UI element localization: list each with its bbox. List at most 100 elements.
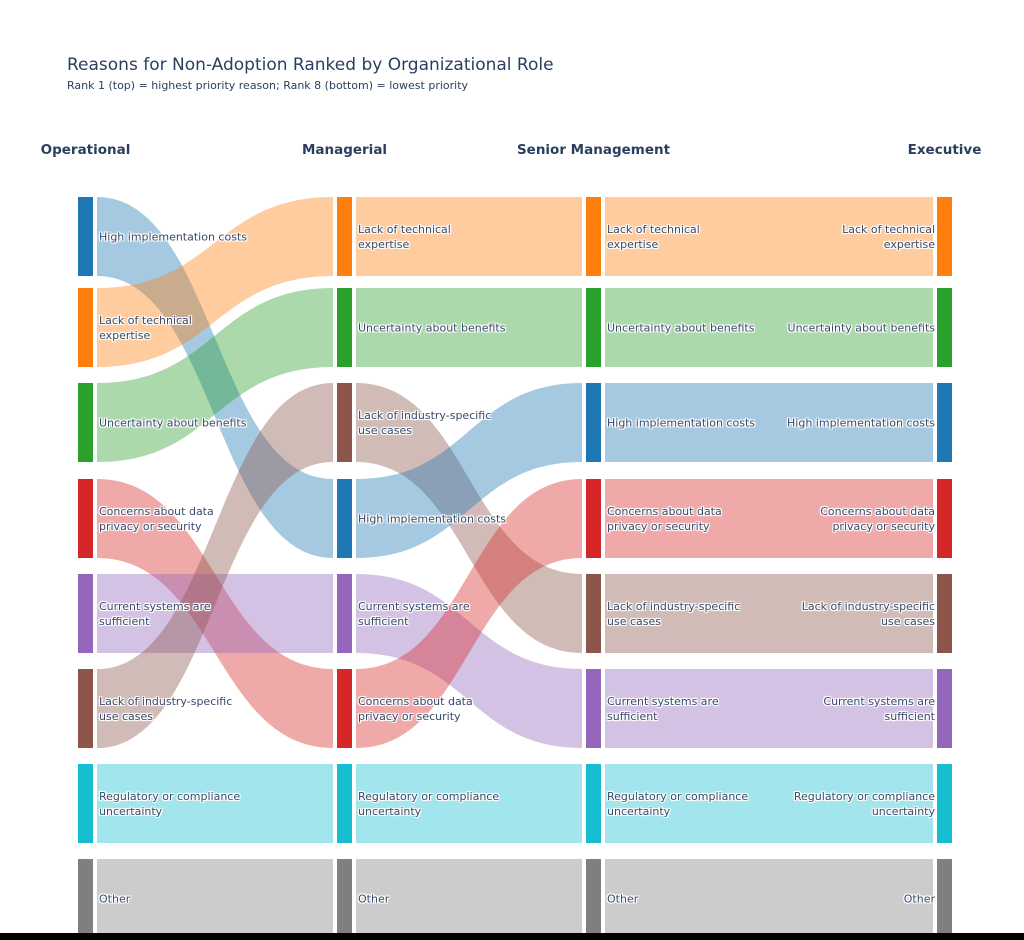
label-line: Uncertainty about benefits xyxy=(358,321,506,334)
node-operational-rank-2-lack-of-technical-expertise[interactable] xyxy=(78,288,93,367)
label-line: Concerns about data xyxy=(358,694,473,708)
label-operational-rank-8: Other xyxy=(99,891,130,906)
node-operational-rank-7-regulatory-or-compliance-uncertainty[interactable] xyxy=(78,764,93,843)
node-senior-management-rank-1-lack-of-technical-expertise[interactable] xyxy=(586,197,601,276)
flow-uncertainty-about-benefits-managerial-to-senior-management[interactable] xyxy=(356,288,582,367)
label-line: Concerns about data xyxy=(99,504,214,518)
node-senior-management-rank-3-high-implementation-costs[interactable] xyxy=(586,383,601,462)
label-line: Other xyxy=(358,892,390,905)
node-executive-rank-3-high-implementation-costs[interactable] xyxy=(937,383,952,462)
flow-current-systems-are-sufficient-senior-management-to-executive[interactable] xyxy=(605,669,933,748)
column-header-managerial: Managerial xyxy=(301,142,388,158)
chart-subtitle: Rank 1 (top) = highest priority reason; … xyxy=(67,79,469,92)
node-executive-rank-5-lack-of-industry-specific-use-cases[interactable] xyxy=(937,574,952,653)
node-managerial-rank-8-other[interactable] xyxy=(337,859,352,938)
label-line: Regulatory or compliance xyxy=(358,789,500,803)
flow-lack-of-technical-expertise-operational-to-managerial[interactable] xyxy=(97,197,333,367)
flow-high-implementation-costs-operational-to-managerial[interactable] xyxy=(97,197,333,558)
flow-lack-of-technical-expertise-managerial-to-senior-management[interactable] xyxy=(356,197,582,276)
window-bottom-edge xyxy=(0,933,1024,940)
flow-concerns-about-data-privacy-or-security-managerial-to-senior-management[interactable] xyxy=(356,479,582,748)
node-managerial-rank-4-high-implementation-costs[interactable] xyxy=(337,479,352,558)
node-executive-rank-2-uncertainty-about-benefits[interactable] xyxy=(937,288,952,367)
node-executive-rank-1-lack-of-technical-expertise[interactable] xyxy=(937,197,952,276)
node-managerial-rank-5-current-systems-are-sufficient[interactable] xyxy=(337,574,352,653)
flow-uncertainty-about-benefits-senior-management-to-executive[interactable] xyxy=(605,288,933,367)
label-line: sufficient xyxy=(884,709,936,723)
label-line: expertise xyxy=(99,328,151,342)
label-line: Current systems are xyxy=(358,599,470,613)
label-line: expertise xyxy=(607,237,659,251)
column-header-executive: Executive xyxy=(907,142,982,158)
label-executive-rank-2: Uncertainty about benefits xyxy=(788,320,935,335)
node-senior-management-rank-2-uncertainty-about-benefits[interactable] xyxy=(586,288,601,367)
flow-lack-of-industry-specific-use-cases-managerial-to-senior-management[interactable] xyxy=(356,383,582,653)
node-operational-rank-8-other[interactable] xyxy=(78,859,93,938)
flow-other-operational-to-managerial[interactable] xyxy=(97,859,333,938)
label-managerial-rank-8: Other xyxy=(358,891,389,906)
label-senior-management-rank-8: Other xyxy=(607,891,638,906)
flow-lack-of-technical-expertise-senior-management-to-executive[interactable] xyxy=(605,197,933,276)
flow-other-senior-management-to-executive[interactable] xyxy=(605,859,933,938)
label-line: Regulatory or compliance xyxy=(607,789,749,803)
flow-regulatory-or-compliance-uncertainty-senior-management-to-executive[interactable] xyxy=(605,764,933,843)
node-senior-management-rank-7-regulatory-or-compliance-uncertainty[interactable] xyxy=(586,764,601,843)
label-line: Lack of technical xyxy=(607,222,700,236)
label-executive-rank-8: Other xyxy=(904,891,935,906)
label-line: Uncertainty about benefits xyxy=(787,321,935,334)
flow-lack-of-industry-specific-use-cases-senior-management-to-executive[interactable] xyxy=(605,574,933,653)
node-managerial-rank-2-uncertainty-about-benefits[interactable] xyxy=(337,288,352,367)
flow-concerns-about-data-privacy-or-security-senior-management-to-executive[interactable] xyxy=(605,479,933,558)
node-operational-rank-4-concerns-about-data-privacy-or-security[interactable] xyxy=(78,479,93,558)
flow-regulatory-or-compliance-uncertainty-managerial-to-senior-management[interactable] xyxy=(356,764,582,843)
flow-high-implementation-costs-senior-management-to-executive[interactable] xyxy=(605,383,933,462)
label-line: Regulatory or compliance xyxy=(793,789,935,803)
flow-high-implementation-costs-managerial-to-senior-management[interactable] xyxy=(356,383,582,558)
node-senior-management-rank-4-concerns-about-data-privacy-or-security[interactable] xyxy=(586,479,601,558)
label-line: Concerns about data xyxy=(607,504,722,518)
label-line: High implementation costs xyxy=(607,416,755,429)
node-senior-management-rank-5-lack-of-industry-specific-use-cases[interactable] xyxy=(586,574,601,653)
label-line: uncertainty xyxy=(871,804,935,818)
label-line: Lack of industry-specific xyxy=(99,694,233,708)
flow-current-systems-are-sufficient-managerial-to-senior-management[interactable] xyxy=(356,574,582,748)
node-managerial-rank-7-regulatory-or-compliance-uncertainty[interactable] xyxy=(337,764,352,843)
node-senior-management-rank-8-other[interactable] xyxy=(586,859,601,938)
label-senior-management-rank-2: Uncertainty about benefits xyxy=(607,320,754,335)
node-operational-rank-1-high-implementation-costs[interactable] xyxy=(78,197,93,276)
label-executive-rank-3: High implementation costs xyxy=(787,415,935,430)
node-executive-rank-4-concerns-about-data-privacy-or-security[interactable] xyxy=(937,479,952,558)
label-operational-rank-1: High implementation costs xyxy=(99,229,247,244)
node-operational-rank-5-current-systems-are-sufficient[interactable] xyxy=(78,574,93,653)
flow-regulatory-or-compliance-uncertainty-operational-to-managerial[interactable] xyxy=(97,764,333,843)
label-line: Current systems are xyxy=(607,694,719,708)
label-line: Other xyxy=(99,892,131,905)
node-managerial-rank-3-lack-of-industry-specific-use-cases[interactable] xyxy=(337,383,352,462)
node-managerial-rank-6-concerns-about-data-privacy-or-security[interactable] xyxy=(337,669,352,748)
flow-uncertainty-about-benefits-operational-to-managerial[interactable] xyxy=(97,288,333,462)
node-executive-rank-8-other[interactable] xyxy=(937,859,952,938)
node-operational-rank-6-lack-of-industry-specific-use-cases[interactable] xyxy=(78,669,93,748)
node-operational-rank-3-uncertainty-about-benefits[interactable] xyxy=(78,383,93,462)
label-line: privacy or security xyxy=(607,519,710,533)
label-line: use cases xyxy=(607,614,661,628)
flow-other-managerial-to-senior-management[interactable] xyxy=(356,859,582,938)
label-senior-management-rank-3: High implementation costs xyxy=(607,415,755,430)
flow-concerns-about-data-privacy-or-security-operational-to-managerial[interactable] xyxy=(97,479,333,748)
column-header-operational: Operational xyxy=(40,142,131,158)
label-line: High implementation costs xyxy=(99,230,247,243)
node-executive-rank-6-current-systems-are-sufficient[interactable] xyxy=(937,669,952,748)
label-line: sufficient xyxy=(607,709,658,723)
flow-lack-of-industry-specific-use-cases-operational-to-managerial[interactable] xyxy=(97,383,333,748)
node-executive-rank-7-regulatory-or-compliance-uncertainty[interactable] xyxy=(937,764,952,843)
label-line: Other xyxy=(607,892,639,905)
node-senior-management-rank-6-current-systems-are-sufficient[interactable] xyxy=(586,669,601,748)
node-managerial-rank-1-lack-of-technical-expertise[interactable] xyxy=(337,197,352,276)
flow-current-systems-are-sufficient-operational-to-managerial[interactable] xyxy=(97,574,333,653)
